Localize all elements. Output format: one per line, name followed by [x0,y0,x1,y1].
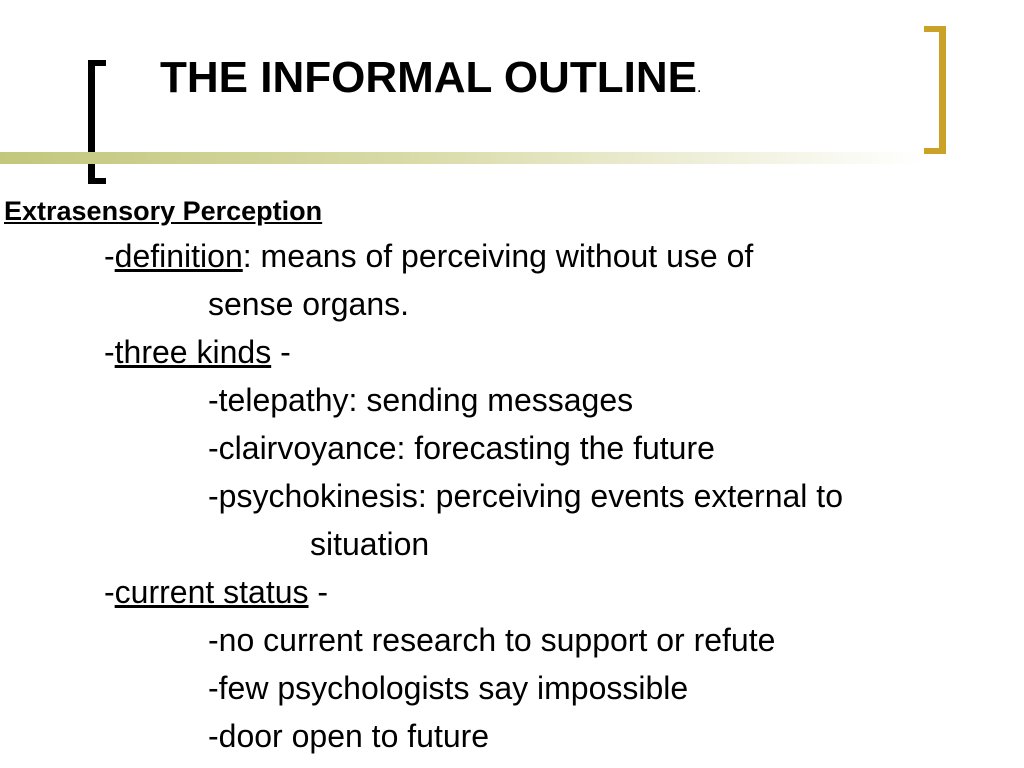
left-bracket-decoration [88,60,106,184]
current-status-term: current status [114,574,309,610]
current-status-prefix: - [104,574,115,610]
psychokinesis-continuation: situation [310,526,430,562]
three-kinds-prefix: - [104,334,115,370]
outline-heading: Extrasensory Perception [4,196,323,226]
sub-item-few-psychologists: -few psychologists say impossible [208,670,689,706]
current-status-suffix: - [308,574,329,610]
sub-item-door-open: -door open to future [208,718,490,754]
definition-text: : means of perceiving without use of [242,238,754,274]
outline-item-current-status: -current status - [104,572,328,612]
outline-item-three-kinds: -three kinds - [104,332,291,372]
outline-item-definition: -definition: means of perceiving without… [104,236,753,276]
three-kinds-suffix: - [271,334,291,370]
definition-continuation: sense organs. [208,286,410,322]
definition-term: definition [114,238,243,274]
sub-item-clairvoyance: -clairvoyance: forecasting the future [208,430,715,466]
right-bracket-decoration [924,26,946,154]
slide-title-text: THE INFORMAL OUTLINE [160,53,697,102]
sub-item-no-research: -no current research to support or refut… [208,622,776,658]
slide-title-dot: . [696,79,702,96]
definition-prefix: - [104,238,115,274]
sub-item-psychokinesis: -psychokinesis: perceiving events extern… [208,478,843,514]
sub-item-telepathy: -telepathy: sending messages [208,382,634,418]
three-kinds-term: three kinds [114,334,272,370]
slide-title: THE INFORMAL OUTLINE. [160,48,701,118]
title-rule [0,152,924,164]
